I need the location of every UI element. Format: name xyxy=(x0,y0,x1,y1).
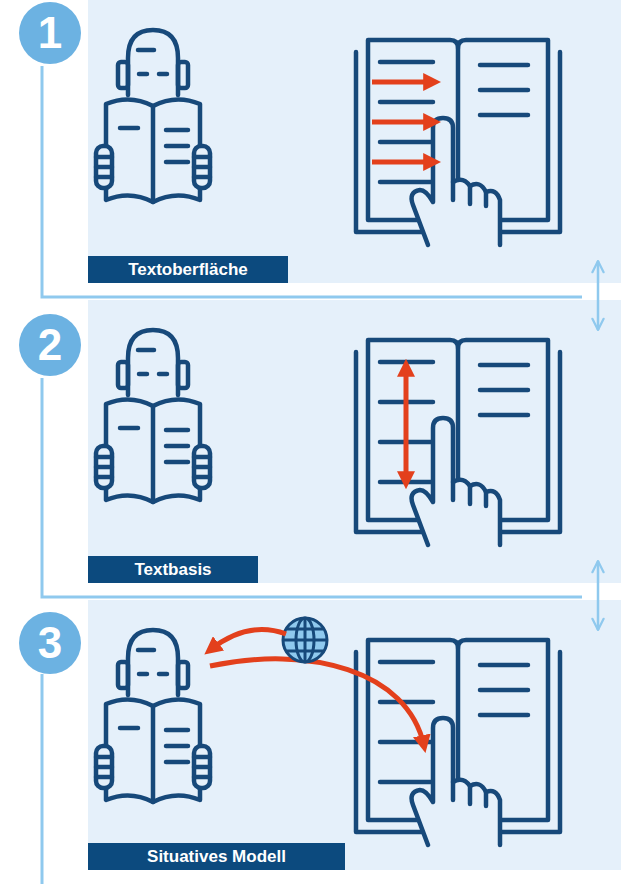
globe-grid xyxy=(283,618,327,662)
bracket-line xyxy=(41,674,44,884)
stage-illustration xyxy=(96,618,560,845)
red-arrow xyxy=(372,160,434,165)
red-double-arrow xyxy=(404,366,409,482)
stage-label: Textbasis xyxy=(88,556,258,583)
reader-icon xyxy=(96,630,210,802)
stage-label: Situatives Modell xyxy=(88,843,345,870)
stage-band: Textbasis xyxy=(88,300,621,583)
reading-arrows xyxy=(372,82,434,162)
globe-meridian xyxy=(296,618,314,662)
step-number: 2 xyxy=(38,323,62,367)
stage-illustration xyxy=(96,30,560,245)
reader-icon xyxy=(96,330,210,502)
stage-link-arrow xyxy=(597,261,600,330)
globe xyxy=(283,618,327,662)
red-curved-arrow xyxy=(210,659,424,746)
step-number-circle: 3 xyxy=(19,612,81,674)
step-number: 1 xyxy=(38,11,62,55)
reader-icon xyxy=(96,30,210,202)
globe-icon xyxy=(283,618,327,662)
book-icon xyxy=(356,640,560,845)
book-icon xyxy=(356,40,560,245)
red-arrow xyxy=(372,120,434,125)
red-arrow xyxy=(372,80,434,85)
step-number-circle: 2 xyxy=(19,314,81,376)
stage-band: Textoberfläche xyxy=(88,0,621,283)
stage-link-arrow xyxy=(597,561,600,630)
red-curved-arrow xyxy=(210,630,286,650)
stage-label: Textoberfläche xyxy=(88,256,288,283)
stage-band: Situatives Modell xyxy=(88,600,621,870)
book-icon xyxy=(356,340,560,545)
step-number: 3 xyxy=(38,621,62,665)
step-number-circle: 1 xyxy=(19,2,81,64)
stage-illustration xyxy=(96,330,560,545)
